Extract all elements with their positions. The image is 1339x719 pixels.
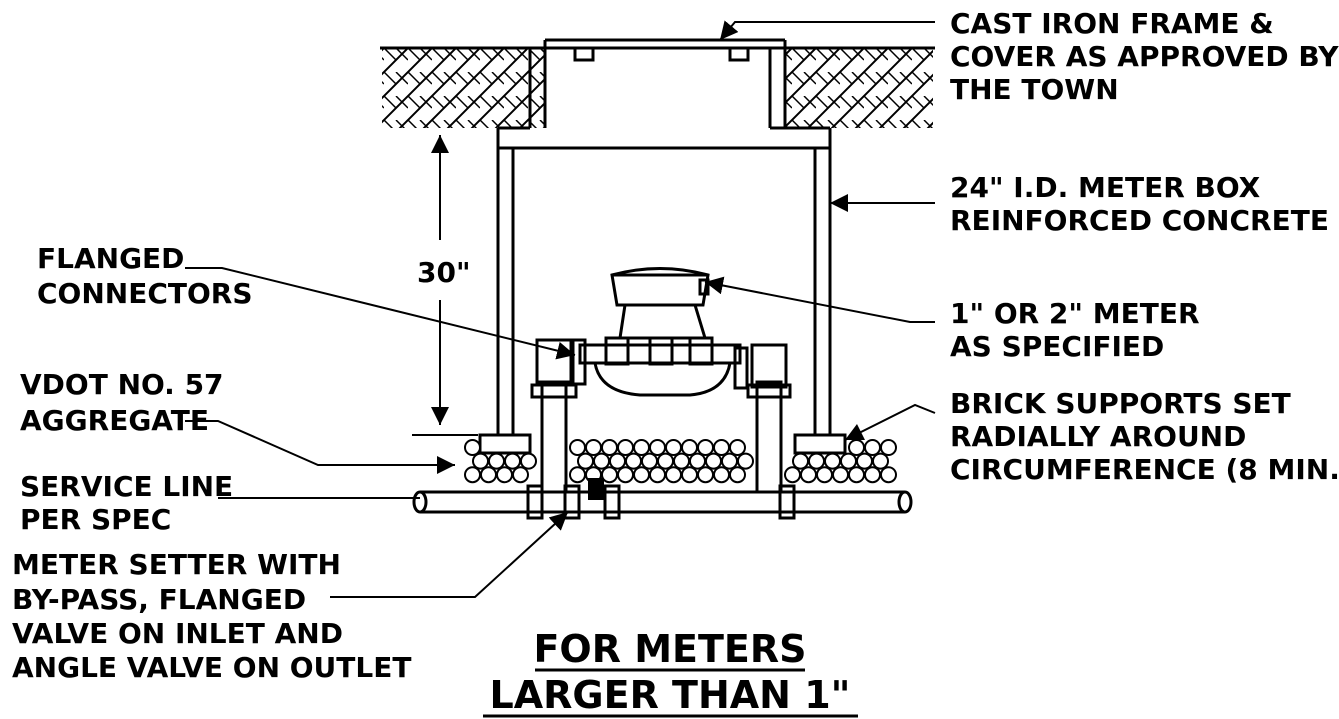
aggregate-stone-circle — [633, 466, 650, 484]
aggregate-stone-circle — [633, 439, 650, 456]
aggregate-stone-circle — [472, 452, 489, 470]
aggregate-stone-circle — [480, 466, 497, 484]
aggregate-stone-circle — [808, 452, 825, 470]
aggregate-stone-circle — [569, 439, 586, 456]
aggregate-stone-circle — [848, 466, 865, 484]
soil-hatching — [380, 46, 935, 128]
brick-supports-line-1: BRICK SUPPORTS SET — [950, 387, 1291, 420]
aggregate-stone-circle — [665, 466, 682, 484]
aggregate-stone-circle — [681, 466, 698, 484]
label-flanged-connectors: FLANGED CONNECTORS — [37, 242, 253, 310]
service-line-pipe — [412, 478, 913, 520]
aggregate-line-2: AGGREGATE — [20, 404, 209, 437]
aggregate-stone-circle — [713, 466, 730, 484]
aggregate-stone-circle — [705, 452, 722, 470]
aggregate-stone-circle — [577, 452, 594, 470]
aggregate-stone-circle — [840, 452, 857, 470]
aggregate-stone-circle — [697, 466, 714, 484]
aggregate-stone-circle — [520, 452, 537, 470]
aggregate-stone-circle — [880, 466, 897, 484]
aggregate-stone-circle — [689, 452, 706, 470]
aggregate-stone-circle — [625, 452, 642, 470]
label-meter: 1" OR 2" METER AS SPECIFIED — [950, 297, 1200, 363]
aggregate-stone-circle — [641, 452, 658, 470]
aggregate-stone-circle — [464, 439, 481, 456]
aggregate-stone-circle — [617, 466, 634, 484]
aggregate-stone-circle — [784, 466, 801, 484]
aggregate-stone-circle — [649, 466, 666, 484]
aggregate-stone-circle — [737, 452, 754, 470]
flanged-connectors-line-2: CONNECTORS — [37, 277, 253, 310]
aggregate-stone-circle — [816, 466, 833, 484]
aggregate-stone-circle — [504, 452, 521, 470]
aggregate-stone-circle — [697, 439, 714, 456]
meter-line-2: AS SPECIFIED — [950, 330, 1164, 363]
aggregate-stone-circle — [729, 466, 746, 484]
aggregate-stone-circle — [601, 466, 618, 484]
label-frame-cover: CAST IRON FRAME & COVER AS APPROVED BY T… — [950, 7, 1339, 106]
flanged-connectors-line-1: FLANGED — [37, 242, 184, 275]
aggregate-stone-circle — [681, 439, 698, 456]
brick-supports-line-3: CIRCUMFERENCE (8 MIN.) — [950, 453, 1339, 486]
aggregate-stone-circle — [488, 452, 505, 470]
aggregate-stone-circle — [665, 439, 682, 456]
aggregate-stone-circle — [872, 452, 889, 470]
aggregate-stone-circle — [864, 466, 881, 484]
title-line-2: LARGER THAN 1" — [490, 673, 851, 717]
meter-setter-line-4: ANGLE VALVE ON OUTLET — [12, 651, 411, 684]
meter-setter-line-2: BY-PASS, FLANGED — [12, 583, 306, 616]
aggregate-stone-circle — [721, 452, 738, 470]
aggregate-stone-circle — [800, 466, 817, 484]
aggregate-stone-circle — [864, 439, 881, 456]
aggregate-stone-circle — [569, 466, 586, 484]
aggregate-stone-circle — [496, 466, 513, 484]
label-meter-setter: METER SETTER WITH BY-PASS, FLANGED VALVE… — [12, 548, 411, 684]
title-line-1: FOR METERS — [533, 627, 806, 671]
aggregate-stone-circle — [729, 439, 746, 456]
aggregate-stone-circle — [856, 452, 873, 470]
meter-setter-line-1: METER SETTER WITH — [12, 548, 341, 581]
meter-box-line-2: REINFORCED CONCRETE — [950, 204, 1329, 237]
label-brick-supports: BRICK SUPPORTS SET RADIALLY AROUND CIRCU… — [950, 387, 1339, 486]
aggregate-stone-circle — [880, 439, 897, 456]
aggregate-stone-circle — [673, 452, 690, 470]
aggregate-stone-circle — [824, 452, 841, 470]
frame-cover-line-2: COVER AS APPROVED BY — [950, 40, 1339, 73]
drawing-title: FOR METERS LARGER THAN 1" — [483, 627, 858, 718]
meter-setter-risers — [530, 338, 792, 494]
frame-and-cover — [498, 38, 830, 130]
aggregate-stone-circle — [464, 466, 481, 484]
aggregate-stone-circle — [585, 439, 602, 456]
aggregate-stone-circle — [593, 452, 610, 470]
aggregate-line-1: VDOT NO. 57 — [20, 368, 224, 401]
label-meter-box: 24" I.D. METER BOX REINFORCED CONCRETE — [950, 171, 1329, 237]
aggregate-stone-circle — [609, 452, 626, 470]
service-line-line-1: SERVICE LINE — [20, 470, 233, 503]
aggregate-stone-circle — [617, 439, 634, 456]
service-line-line-2: PER SPEC — [20, 503, 171, 536]
aggregate-stone-circle — [792, 452, 809, 470]
depth-label: 30" — [417, 256, 471, 289]
brick-supports-line-2: RADIALLY AROUND — [950, 420, 1246, 453]
frame-cover-line-1: CAST IRON FRAME & — [950, 7, 1274, 40]
aggregate-stone-circle — [832, 466, 849, 484]
aggregate-stone-circle — [649, 439, 666, 456]
aggregate-stone-circle — [657, 452, 674, 470]
aggregate-stone-circle — [601, 439, 618, 456]
meter-line-1: 1" OR 2" METER — [950, 297, 1200, 330]
meter-box-walls — [496, 128, 832, 435]
meter-setter-line-3: VALVE ON INLET AND — [12, 617, 343, 650]
aggregate-stone — [464, 439, 897, 484]
label-aggregate: VDOT NO. 57 AGGREGATE — [20, 368, 224, 437]
water-meter — [571, 267, 749, 397]
leader-lines — [185, 20, 936, 598]
aggregate-stone-circle — [713, 439, 730, 456]
meter-box-line-1: 24" I.D. METER BOX — [950, 171, 1261, 204]
label-service-line: SERVICE LINE PER SPEC — [20, 470, 233, 536]
aggregate-stone-circle — [512, 466, 529, 484]
aggregate-stone-circle — [848, 439, 865, 456]
frame-cover-line-3: THE TOWN — [950, 73, 1119, 106]
